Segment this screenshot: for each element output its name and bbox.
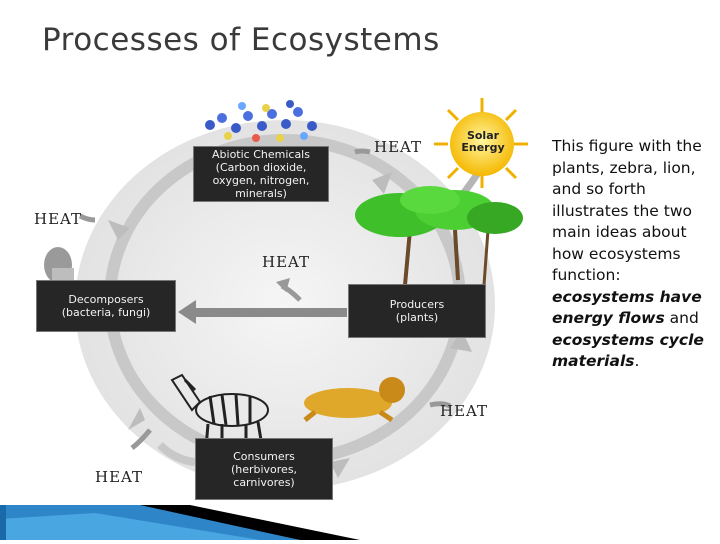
heat-arrowhead: [276, 278, 290, 292]
molecules-icon: [205, 100, 317, 142]
heat-label: HEAT: [34, 210, 83, 228]
heat-arrow: [78, 213, 96, 223]
cycle-arrowhead: [330, 458, 350, 478]
abiotic-label-3: oxygen, nitrogen,: [212, 174, 310, 187]
decomposers-label-1: Decomposers: [68, 293, 144, 306]
heat-label: HEAT: [95, 468, 144, 486]
heat-label: HEAT: [440, 402, 489, 420]
heat-arrow: [354, 148, 371, 155]
abiotic-label-1: Abiotic Chemicals: [212, 148, 310, 161]
heat-arrow: [429, 401, 452, 409]
description-and: and: [664, 309, 699, 327]
solar-label-1: Solar: [466, 129, 500, 142]
energy-flow-bar: [185, 308, 347, 317]
heat-label: HEAT: [262, 253, 311, 271]
description-emphasis-cycle: ecosystems cycle materials: [552, 330, 704, 371]
description-plain: This figure with the plants, zebra, lion…: [552, 137, 702, 284]
solar-label-2: Energy: [461, 141, 505, 154]
abiotic-label-2: (Carbon dioxide,: [215, 161, 307, 174]
cycle-arrowhead: [372, 172, 392, 194]
description-end: .: [634, 352, 640, 370]
plants-icon: [355, 186, 523, 286]
description-emphasis-energy: ecosystems have energy flows: [552, 287, 702, 328]
lion-icon: [303, 377, 405, 423]
consumers-box: Consumers (herbivores, carnivores): [195, 438, 333, 500]
cycle-arrowhead: [108, 220, 130, 240]
decomposers-label-2: (bacteria, fungi): [61, 306, 151, 319]
consumers-label-3: carnivores): [233, 475, 295, 489]
consumers-label-2: (herbivores,: [230, 462, 298, 476]
solar-energy-label: Solar Energy: [455, 130, 511, 154]
fungi-icon: [44, 247, 74, 283]
heat-arrow: [130, 428, 152, 450]
description-text: This figure with the plants, zebra, lion…: [552, 136, 717, 373]
cycle-arrowhead: [128, 408, 145, 430]
slide-title: Processes of Ecosystems: [42, 22, 440, 58]
energy-flow-arrowhead: [178, 300, 196, 324]
heat-label: HEAT: [374, 138, 423, 156]
producers-label-2: (plants): [395, 311, 439, 324]
producers-label-1: Producers: [389, 298, 445, 311]
consumers-arrow: [157, 442, 196, 466]
ecosystem-diagram: Abiotic Chemicals (Carbon dioxide, oxyge…: [0, 90, 545, 510]
sun-icon: [434, 98, 528, 188]
cycle-arrowhead: [450, 330, 472, 352]
decorative-bottom-band: [0, 505, 720, 540]
abiotic-chemicals-box: Abiotic Chemicals (Carbon dioxide, oxyge…: [193, 146, 329, 202]
abiotic-label-4: minerals): [235, 187, 287, 200]
decomposers-box: Decomposers (bacteria, fungi): [36, 280, 176, 332]
bottom-band-graphic: [0, 505, 360, 540]
producers-box: Producers (plants): [348, 284, 486, 338]
consumers-label-1: Consumers: [233, 449, 295, 463]
zebra-icon: [170, 373, 269, 449]
